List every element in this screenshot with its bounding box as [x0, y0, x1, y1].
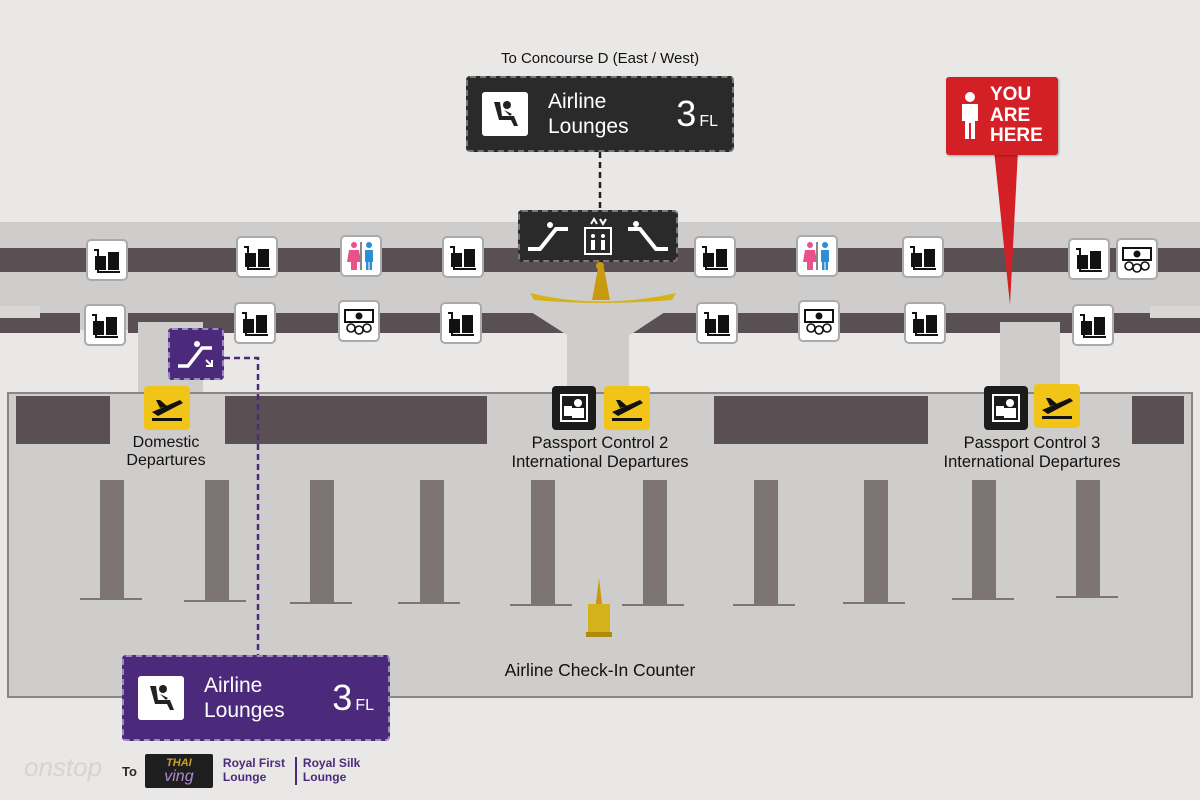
baggage-trolley-icon: [86, 239, 128, 281]
baggage-trolley-icon: [234, 302, 276, 344]
passport-control-icon: [552, 386, 596, 430]
baggage-trolley-icon: [902, 236, 944, 278]
passport-control-icon: [984, 386, 1028, 430]
baggage-trolley-icon: [696, 302, 738, 344]
baggage-trolley-icon: [694, 236, 736, 278]
thai-airways-logo: THAI ving: [144, 754, 213, 788]
escalator-elevator-sign: [518, 210, 678, 262]
check-in-counter-label: Airline Check-In Counter: [504, 660, 696, 680]
elevator-icon: [583, 217, 612, 255]
lounge-title: Airline Lounges: [204, 673, 285, 722]
lounge-title: Airline Lounges: [548, 89, 629, 138]
you-are-here-pointer: [994, 150, 1018, 305]
baggage-trolley-icon: [1072, 304, 1114, 346]
restroom-icon: [340, 235, 382, 277]
baggage-trolley-icon: [442, 236, 484, 278]
chedi-decoration: [586, 578, 612, 637]
baggage-trolley-icon: [84, 304, 126, 346]
concourse-d-caption: To Concourse D (East / West): [500, 50, 700, 67]
lounge-seat-icon: [482, 92, 528, 136]
to-label: To: [122, 763, 137, 779]
you-are-here-text: YOU ARE HERE: [990, 84, 1043, 147]
baggage-trolley-icon: [1068, 238, 1110, 280]
royal-barge-decoration: [530, 262, 676, 303]
escalator-icon: [168, 328, 224, 380]
baggage-trolley-icon: [440, 302, 482, 344]
royal-silk-lounge: Royal Silk Lounge: [302, 756, 361, 784]
you-are-here-marker: YOU ARE HERE: [946, 77, 1058, 155]
currency-exchange-icon: [798, 300, 840, 342]
baggage-trolley-icon: [236, 236, 278, 278]
restroom-icon: [796, 235, 838, 277]
baggage-trolley-icon: [904, 302, 946, 344]
lounge-destinations: To THAI ving Royal First Lounge Royal Si…: [122, 750, 402, 792]
royal-first-lounge: Royal First Lounge: [223, 756, 297, 785]
departure-plane-icon: [144, 386, 190, 430]
escalator-up-icon: [528, 222, 569, 251]
escalator-down-icon: [627, 221, 668, 251]
watermark: onstop: [24, 752, 103, 782]
departure-plane-icon: [1034, 384, 1080, 428]
departure-plane-icon: [604, 386, 650, 430]
person-icon: [962, 92, 978, 139]
lounge-seat-icon: [138, 676, 184, 720]
currency-exchange-icon: [338, 300, 380, 342]
currency-exchange-icon: [1116, 238, 1158, 280]
check-in-counters: [80, 480, 1118, 606]
